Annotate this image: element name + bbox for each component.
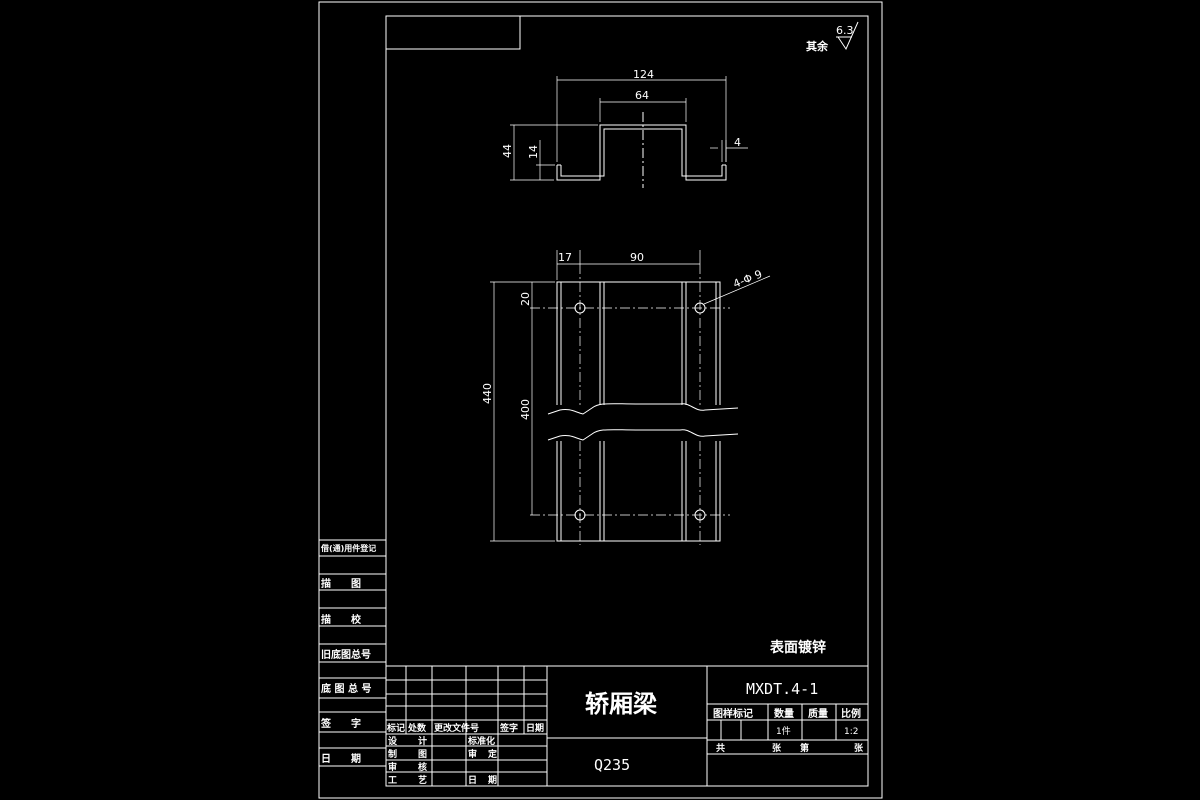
signoff-right-1a: 审 <box>468 748 477 760</box>
dim-44-label: 44 <box>501 144 514 158</box>
left-strip-row-1: 描 图 <box>321 577 361 590</box>
header-mark: 图样标记 <box>713 707 753 720</box>
left-strip-row-3: 旧底图总号 <box>321 648 371 661</box>
left-strip-row-6: 日 期 <box>321 752 361 765</box>
quantity-value: 1件 <box>776 725 791 737</box>
signoff-right-3b: 期 <box>488 774 497 786</box>
section-view <box>510 76 748 188</box>
sheet-index-label: 第 <box>800 742 809 754</box>
scale-value: 1:2 <box>844 727 858 737</box>
signoff-0a: 设 <box>388 735 398 747</box>
signoff-0b: 计 <box>418 735 427 747</box>
hole-bottom-right <box>694 509 706 521</box>
rev-header-2: 更改文件号 <box>434 722 479 734</box>
left-strip-row-4: 底 图 总 号 <box>321 682 371 695</box>
code-box <box>385 15 521 50</box>
dim-17-label: 17 <box>558 251 572 264</box>
section-outer-profile <box>556 124 727 181</box>
signoff-2b: 核 <box>418 761 427 773</box>
dim-124-label: 124 <box>633 68 654 81</box>
signoff-right-1b: 定 <box>487 748 498 760</box>
dim-90-label: 90 <box>630 251 644 264</box>
roughness-symbol: 其余 6.3 <box>806 21 859 53</box>
break-line-bottom <box>547 429 739 441</box>
rev-header-3: 签字 <box>499 722 518 734</box>
section-inner-profile <box>560 128 723 177</box>
left-strip-row-5: 签 字 <box>320 717 361 730</box>
dim-64-label: 64 <box>635 89 649 102</box>
plan-view <box>490 250 771 545</box>
frame-border <box>385 15 869 787</box>
sheet-total-label: 共 <box>716 742 725 754</box>
roughness-rest-label: 其余 <box>806 39 829 53</box>
signoff-2a: 审 <box>388 761 397 773</box>
dim-20-label: 20 <box>519 292 532 306</box>
material: Q235 <box>594 756 630 774</box>
hole-top-right <box>694 302 706 314</box>
dim-440-label: 440 <box>481 383 494 404</box>
sheet-border <box>318 1 883 799</box>
header-qty: 数量 <box>774 707 794 720</box>
drawing-number: MXDT.4-1 <box>746 680 818 698</box>
signoff-1a: 制 <box>388 748 397 760</box>
rev-header-1: 处数 <box>407 722 427 734</box>
dim-400-label: 400 <box>519 399 532 420</box>
rev-header-0: 标记 <box>386 722 405 734</box>
dim-4-label: 4 <box>734 136 741 149</box>
title-block-grid <box>385 665 869 787</box>
hole-top-left <box>574 302 586 314</box>
signoff-right-0a: 标准化 <box>467 735 495 747</box>
signoff-right-3a: 日 <box>468 775 477 786</box>
roughness-value: 6.3 <box>836 24 854 37</box>
signoff-1b: 图 <box>418 749 427 760</box>
sheet-unit-label-a: 张 <box>772 742 782 754</box>
hole-bottom-left <box>574 509 586 521</box>
part-name: 轿厢梁 <box>585 690 657 718</box>
left-strip-table <box>319 539 386 767</box>
header-mass: 质量 <box>808 707 828 720</box>
break-mask <box>548 405 738 441</box>
sheet-unit-label-b: 张 <box>854 742 864 754</box>
hole-spec-leader <box>703 275 771 305</box>
left-strip-row-0: 借(通)用件登记 <box>320 543 376 553</box>
header-scale: 比例 <box>841 707 861 720</box>
surface-treatment-note: 表面镀锌 <box>769 639 826 656</box>
dim-hole-spec-label: 4-Φ 9 <box>731 267 764 290</box>
signoff-3a: 工 <box>388 775 397 786</box>
roughness-check-icon <box>837 21 859 51</box>
left-strip-row-2: 描 校 <box>321 613 362 626</box>
rev-header-4: 日期 <box>526 722 544 734</box>
dim-14-label: 14 <box>527 145 540 159</box>
signoff-3b: 艺 <box>418 774 427 786</box>
break-line-top <box>547 403 739 415</box>
